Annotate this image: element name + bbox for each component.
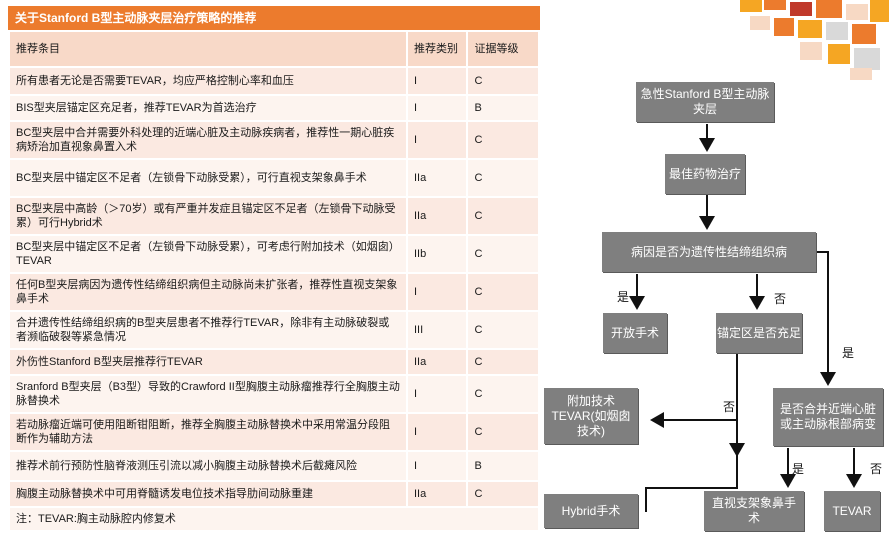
label-no-proximal: 否	[870, 462, 883, 476]
row-item: 若动脉瘤近端可使用阻断钳阻断，推荐全胸腹主动脉替换术中采用常温分段阻断作为辅助方…	[8, 412, 408, 452]
row-item: 任何B型夹层病因为遗传性结缔组织病但主动脉尚未扩张者，推荐性直视支架象鼻手术	[8, 272, 408, 312]
row-class: IIa	[405, 158, 469, 198]
row-evidence: C	[466, 412, 540, 452]
row-evidence: C	[466, 196, 540, 236]
table-row: BC型夹层中锚定区不足者（左锁骨下动脉受累），可考虑行附加技术（如烟囱）TEVA…	[8, 234, 540, 274]
flowchart-panel: 急性Stanford B型主动脉夹层 最佳药物治疗 病因是否为遗传性结缔组织病 …	[540, 0, 889, 539]
row-class: III	[405, 310, 469, 350]
row-item: 合并遗传性结缔组织病的B型夹层患者不推荐行TEVAR，除非有主动脉破裂或者濒临破…	[8, 310, 408, 350]
table-row: BC型夹层中合并需要外科处理的近端心脏及主动脉疾病者，推荐性一期心脏疾病矫治加直…	[8, 120, 540, 160]
table-row: 外伤性Stanford B型夹层推荐行TEVAR IIa C	[8, 348, 540, 376]
table-row: 推荐术前行预防性脑脊液测压引流以减小胸腹主动脉替换术后截瘫风险 I B	[8, 450, 540, 482]
row-evidence: C	[466, 234, 540, 274]
row-evidence: C	[466, 120, 540, 160]
label-yes-right: 是	[842, 346, 855, 360]
node-proximal-question: 是否合并近端心脏或主动脉根部病变	[773, 388, 883, 446]
row-item: 外伤性Stanford B型夹层推荐行TEVAR	[8, 348, 408, 376]
node-tevar-extra: 附加技术TEVAR(如烟囱技术)	[544, 388, 638, 444]
table-note-row: 注：TEVAR:胸主动脉腔内修复术	[8, 506, 540, 532]
node-acute-dissection: 急性Stanford B型主动脉夹层	[636, 82, 774, 122]
row-evidence: C	[466, 348, 540, 376]
label-no-anchor-down: 否	[723, 400, 736, 414]
row-class: I	[405, 450, 469, 482]
row-evidence: C	[466, 158, 540, 198]
node-best-medication: 最佳药物治疗	[665, 154, 745, 194]
node-elephant-trunk: 直视支架象鼻手术	[704, 491, 804, 531]
node-open-surgery: 开放手术	[603, 313, 667, 353]
row-item: BC型夹层中锚定区不足者（左锁骨下动脉受累），可行直视支架象鼻手术	[8, 158, 408, 198]
row-class: IIa	[405, 348, 469, 376]
table-note: 注：TEVAR:胸主动脉腔内修复术	[8, 506, 540, 532]
row-item: BC型夹层中锚定区不足者（左锁骨下动脉受累），可考虑行附加技术（如烟囱）TEVA…	[8, 234, 408, 274]
row-class: I	[405, 374, 469, 414]
flowchart-arrows	[629, 124, 862, 512]
table-row: BIS型夹层锚定区充足者，推荐TEVAR为首选治疗 I B	[8, 94, 540, 122]
row-class: IIb	[405, 234, 469, 274]
row-evidence: B	[466, 450, 540, 482]
node-anchor-question: 锚定区是否充足	[716, 313, 802, 353]
header-evidence: 证据等级	[466, 30, 540, 68]
header-class: 推荐类别	[405, 30, 469, 68]
row-item: BIS型夹层锚定区充足者，推荐TEVAR为首选治疗	[8, 94, 408, 122]
table-row: Sranford B型夹层（B3型）导致的Crawford II型胸腹主动脉瘤推…	[8, 374, 540, 414]
table-row: 任何B型夹层病因为遗传性结缔组织病但主动脉尚未扩张者，推荐性直视支架象鼻手术 I…	[8, 272, 540, 312]
row-class: I	[405, 412, 469, 452]
row-class: I	[405, 120, 469, 160]
row-item: 所有患者无论是否需要TEVAR，均应严格控制心率和血压	[8, 66, 408, 96]
table-row: BC型夹层中高龄（＞70岁）或有严重并发症且锚定区不足者（左锁骨下动脉受累）可行…	[8, 196, 540, 236]
row-item: 推荐术前行预防性脑脊液测压引流以减小胸腹主动脉替换术后截瘫风险	[8, 450, 408, 482]
table-row: 胸腹主动脉替换术中可用脊髓诱发电位技术指导肋间动脉重建 IIa C	[8, 480, 540, 508]
label-yes-open: 是	[617, 290, 630, 304]
row-evidence: C	[466, 480, 540, 508]
row-evidence: B	[466, 94, 540, 122]
decorative-cubes-graphic	[740, 0, 889, 80]
row-item: 胸腹主动脉替换术中可用脊髓诱发电位技术指导肋间动脉重建	[8, 480, 408, 508]
table-title: 关于Stanford B型主动脉夹层治疗策略的推荐	[8, 6, 540, 30]
label-yes-proximal: 是	[792, 462, 805, 476]
row-evidence: C	[466, 310, 540, 350]
label-no-anchor: 否	[774, 292, 787, 306]
node-genetic-question: 病因是否为遗传性结缔组织病	[602, 232, 816, 272]
node-tevar: TEVAR	[824, 491, 880, 531]
row-evidence: C	[466, 66, 540, 96]
table-row: BC型夹层中锚定区不足者（左锁骨下动脉受累），可行直视支架象鼻手术 IIa C	[8, 158, 540, 198]
row-item: BC型夹层中合并需要外科处理的近端心脏及主动脉疾病者，推荐性一期心脏疾病矫治加直…	[8, 120, 408, 160]
row-evidence: C	[466, 272, 540, 312]
row-class: I	[405, 94, 469, 122]
recommendation-table: 推荐条目 推荐类别 证据等级 所有患者无论是否需要TEVAR，均应严格控制心率和…	[8, 30, 540, 532]
recommendation-table-panel: 关于Stanford B型主动脉夹层治疗策略的推荐 推荐条目 推荐类别 证据等级…	[8, 6, 540, 534]
row-evidence: C	[466, 374, 540, 414]
row-item: Sranford B型夹层（B3型）导致的Crawford II型胸腹主动脉瘤推…	[8, 374, 408, 414]
node-hybrid: Hybrid手术	[544, 494, 638, 528]
row-class: IIa	[405, 480, 469, 508]
table-row: 所有患者无论是否需要TEVAR，均应严格控制心率和血压 I C	[8, 66, 540, 96]
row-class: I	[405, 66, 469, 96]
row-class: IIa	[405, 196, 469, 236]
table-row: 合并遗传性结缔组织病的B型夹层患者不推荐行TEVAR，除非有主动脉破裂或者濒临破…	[8, 310, 540, 350]
row-item: BC型夹层中高龄（＞70岁）或有严重并发症且锚定区不足者（左锁骨下动脉受累）可行…	[8, 196, 408, 236]
header-item: 推荐条目	[8, 30, 408, 68]
table-row: 若动脉瘤近端可使用阻断钳阻断，推荐全胸腹主动脉替换术中采用常温分段阻断作为辅助方…	[8, 412, 540, 452]
row-class: I	[405, 272, 469, 312]
